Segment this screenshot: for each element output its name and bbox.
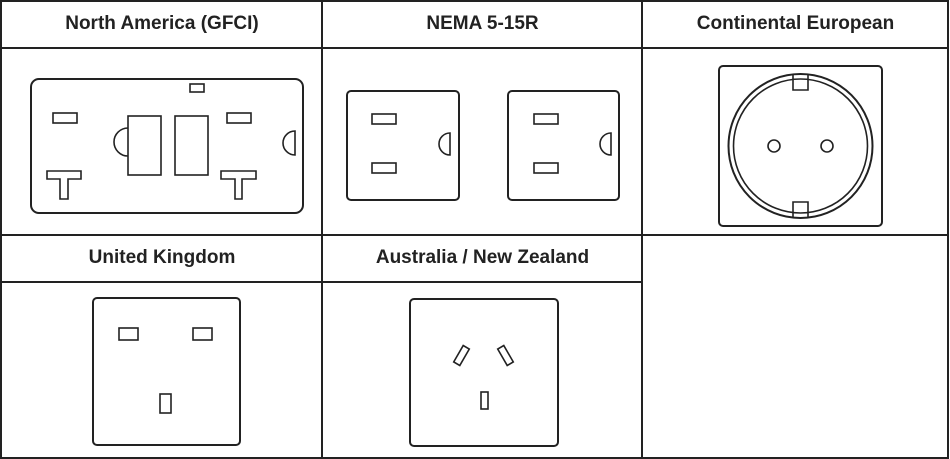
header-continental-european: Continental European [696,13,895,34]
header-north-america-gfci: North America (GFCI) [65,13,259,34]
gfci-receptacle-icon [30,78,304,214]
au-nz-socket-icon [409,298,559,447]
header-australia-new-zealand: Australia / New Zealand [375,247,590,268]
header-united-kingdom: United Kingdom [88,247,236,268]
header-nema-5-15r: NEMA 5-15R [426,13,539,34]
schuko-socket-icon [718,65,883,227]
uk-bs1363-socket-icon [92,297,241,446]
nema-duplex-receptacle-icon [346,90,620,201]
